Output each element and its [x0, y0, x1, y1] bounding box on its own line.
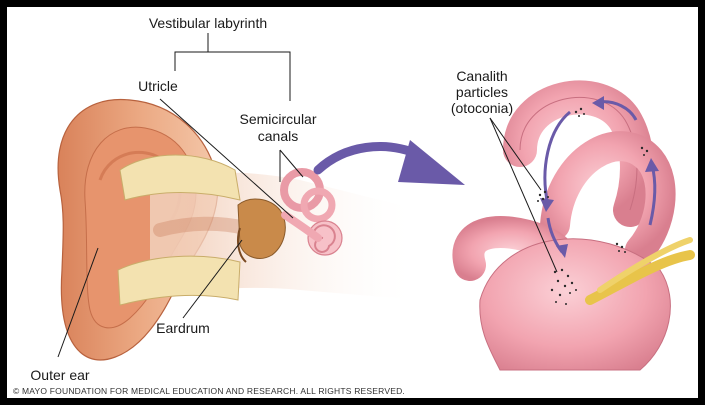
label-vestibular-labyrinth: Vestibular labyrinth — [149, 15, 267, 31]
label-semicircular-line1: Semicircular — [239, 111, 316, 127]
label-semicircular-line2: canals — [258, 128, 298, 144]
label-utricle: Utricle — [138, 78, 178, 94]
label-canalith-line3: (otoconia) — [451, 100, 513, 116]
label-outer-ear: Outer ear — [30, 367, 89, 383]
label-canalith-line2: particles — [456, 84, 508, 100]
copyright-notice: © MAYO FOUNDATION FOR MEDICAL EDUCATION … — [13, 386, 405, 396]
label-canalith-line1: Canalith — [456, 68, 507, 84]
label-eardrum: Eardrum — [156, 320, 210, 336]
